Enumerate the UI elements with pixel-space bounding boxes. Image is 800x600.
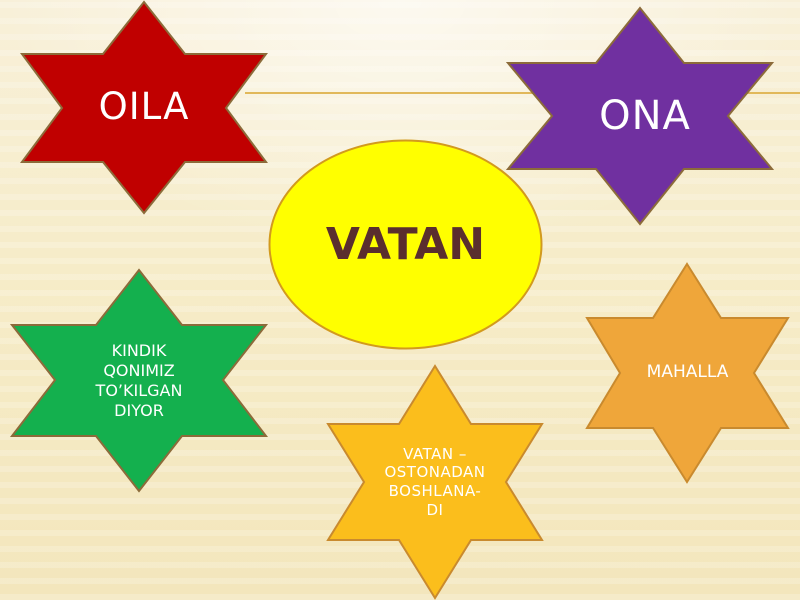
star-ona-label: ONA [599,93,691,139]
star-ostonadan-label: VATAN – OSTONADAN BOSHLANA- DI [384,444,486,519]
star-ostonadan[interactable]: VATAN – OSTONADAN BOSHLANA- DI [326,364,544,600]
star-kindik[interactable]: KINDIK QONIMIZ TO’KILGAN DIYOR [9,268,269,493]
star-ostonadan-shape [326,364,544,600]
star-oila-label: OILA [98,85,190,129]
star-oila[interactable]: OILA [20,0,268,215]
star-kindik-label: KINDIK QONIMIZ TO’KILGAN DIYOR [95,340,183,420]
star-ostonadan-polygon [326,364,544,600]
star-ona[interactable]: ONA [505,6,775,226]
star-mahalla-label: MAHALLA [646,362,729,383]
star-oila-shape [20,0,268,215]
star-ona-shape [505,6,775,226]
star-oila-polygon [20,0,268,215]
decorative-line [245,92,800,94]
star-mahalla[interactable]: MAHALLA [585,262,790,484]
star-mahalla-shape [585,262,790,484]
center-label: VATAN [325,219,486,270]
star-ona-polygon [505,6,775,226]
star-kindik-shape [9,268,269,493]
star-mahalla-polygon [585,262,790,484]
center-ellipse-vatan[interactable]: VATAN [267,138,544,351]
star-kindik-polygon [9,268,269,493]
center-ellipse-shape [268,139,543,350]
center-ellipse-fill [268,139,543,350]
